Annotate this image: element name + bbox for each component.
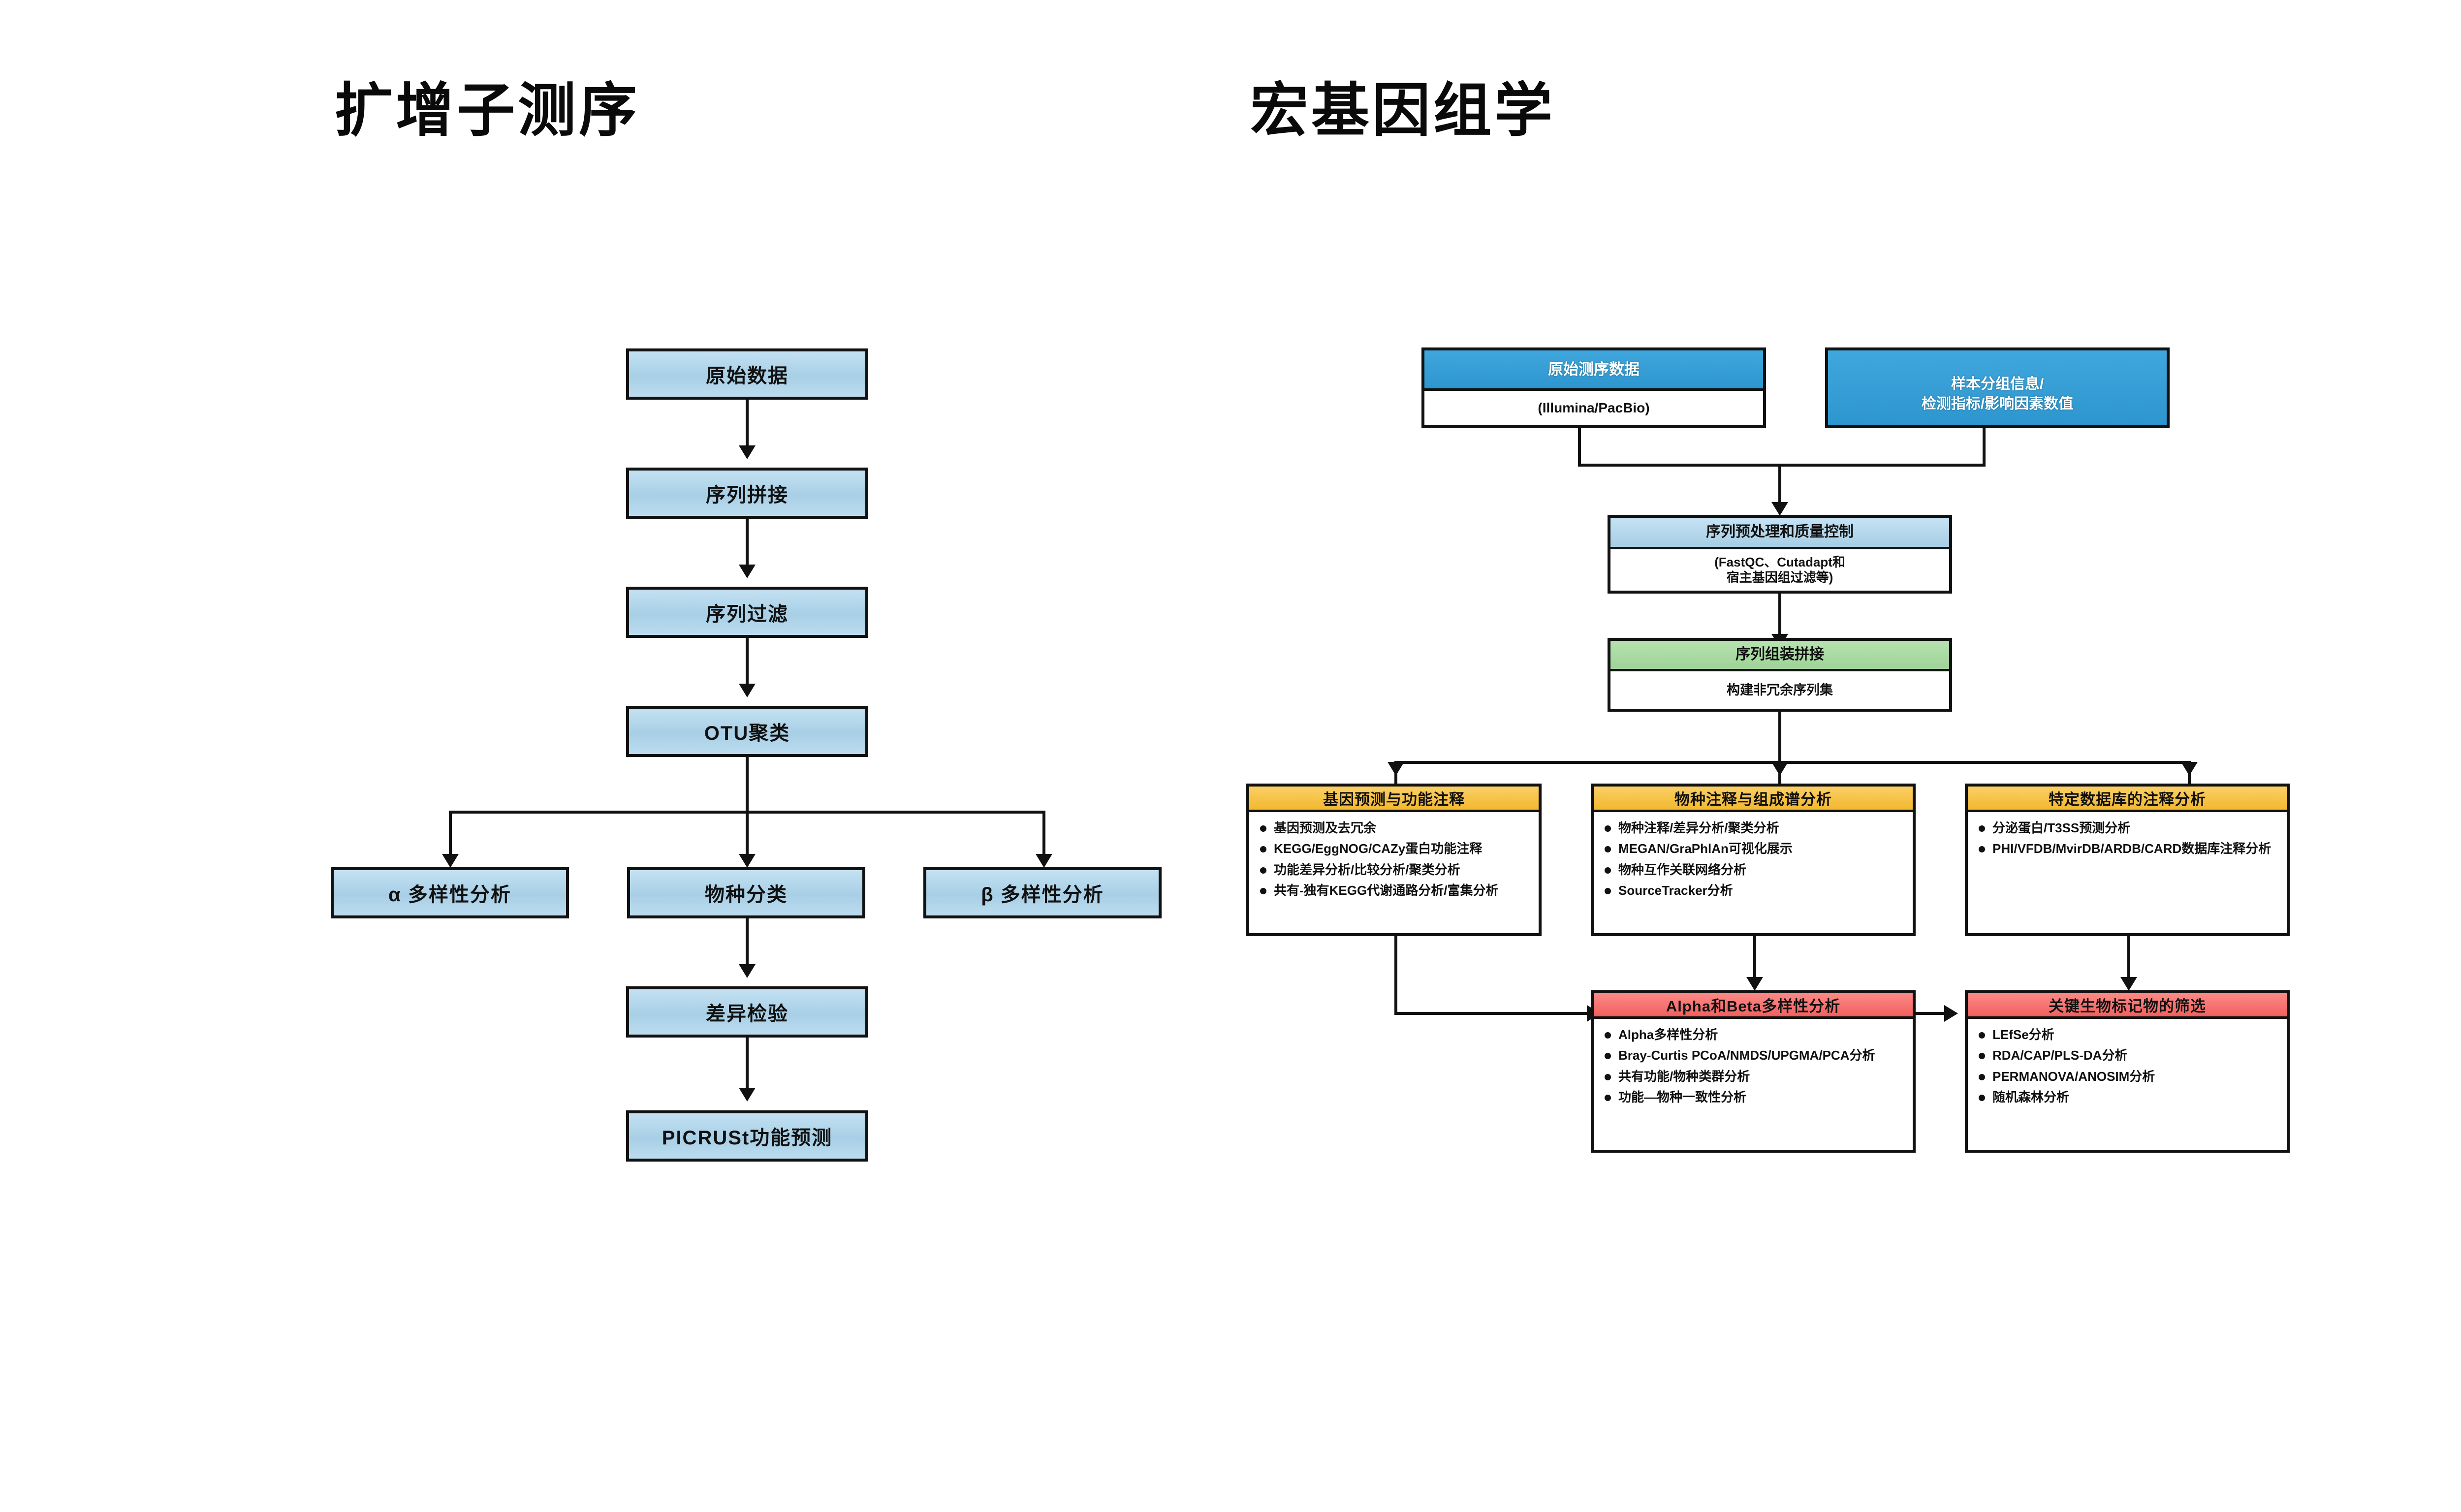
node-sequence-merge[interactable]: 序列拼接 (626, 468, 868, 519)
list-item: 物种互作关联网络分析 (1603, 862, 1906, 878)
arrowhead-merge-to-filter (739, 565, 756, 578)
arrowhead-taxon-to-diversity (1746, 977, 1763, 991)
node-sample-metadata-line1: 样本分组信息/ (1951, 376, 2044, 392)
connector-taxon-to-diversity (1753, 936, 1756, 980)
connector-filter-to-otu (746, 638, 749, 687)
connector-bus-to-db (2188, 761, 2191, 790)
node-sequence-assembly[interactable]: 序列组装拼接 构建非冗余序列集 (1608, 638, 1952, 712)
node-quality-control[interactable]: 序列预处理和质量控制 (FastQC、Cutadapt和 宿主基因组过滤等) (1608, 515, 1952, 594)
arrowhead-bus-to-db (2181, 762, 2198, 776)
node-quality-control-header: 序列预处理和质量控制 (1610, 518, 1949, 549)
arrowhead-bus-to-qc (1771, 502, 1788, 516)
list-item: 功能—物种一致性分析 (1603, 1089, 1906, 1105)
arrowhead-difftest-to-picrust (739, 1088, 756, 1102)
arrowhead-bus-to-taxonomy (739, 854, 756, 868)
list-item: Alpha多样性分析 (1603, 1027, 1906, 1043)
connector-bus-to-alpha (449, 811, 452, 860)
node-raw-sequencing-data-body: (Illumina/PacBio) (1538, 400, 1650, 416)
connector-bus-to-qc (1778, 464, 1781, 506)
arrowhead-taxonomy-to-difftest (739, 964, 756, 978)
connector-merge-bus-top (1578, 464, 1986, 467)
connector-otu-down (746, 757, 749, 814)
connector-bus-to-beta (1042, 811, 1045, 860)
node-sequence-assembly-header: 序列组装拼接 (1610, 641, 1949, 671)
connector-bus-to-gene (1394, 761, 1397, 790)
panel-gene-prediction-list: 基因预测及去冗余 KEGG/EggNOG/CAZy蛋白功能注释 功能差异分析/比… (1249, 812, 1539, 908)
connector-taxonomy-to-difftest (746, 918, 749, 968)
node-alpha-diversity[interactable]: α 多样性分析 (331, 867, 569, 918)
list-item: 物种注释/差异分析/聚类分析 (1603, 820, 1906, 836)
node-picrust-prediction[interactable]: PICRUSt功能预测 (626, 1110, 868, 1162)
list-item: RDA/CAP/PLS-DA分析 (1977, 1047, 2280, 1064)
connector-qc-to-assembly (1778, 594, 1781, 638)
list-item: 共有功能/物种类群分析 (1603, 1069, 1906, 1085)
node-quality-control-body-line1: (FastQC、Cutadapt和 (1714, 554, 1845, 569)
page-title-metagenome: 宏基因组学 (1250, 78, 1556, 143)
node-quality-control-body: (FastQC、Cutadapt和 宿主基因组过滤等) (1610, 549, 1949, 591)
arrowhead-db-to-biomarker (2120, 977, 2137, 991)
node-raw-data[interactable]: 原始数据 (626, 348, 868, 400)
node-raw-sequencing-data[interactable]: 原始测序数据 (Illumina/PacBio) (1421, 347, 1766, 428)
arrowhead-bus-to-alpha (442, 854, 459, 868)
panel-alpha-beta-diversity[interactable]: Alpha和Beta多样性分析 Alpha多样性分析 Bray-Curtis P… (1591, 990, 1916, 1153)
connector-merge-to-filter (746, 519, 749, 568)
panel-database-annotation[interactable]: 特定数据库的注释分析 分泌蛋白/T3SS预测分析 PHI/VFDB/MvirDB… (1965, 784, 2290, 936)
connector-samplemeta-down (1983, 428, 1986, 467)
panel-gene-prediction-header: 基因预测与功能注释 (1249, 787, 1539, 812)
list-item: 功能差异分析/比较分析/聚类分析 (1258, 862, 1532, 878)
node-sample-metadata-line2: 检测指标/影响因素数值 (1921, 396, 2074, 412)
panel-taxonomic-annotation-list: 物种注释/差异分析/聚类分析 MEGAN/GraPhlAn可视化展示 物种互作关… (1594, 812, 1913, 908)
node-raw-sequencing-data-header: 原始测序数据 (1424, 350, 1763, 391)
connector-difftest-to-picrust (746, 1038, 749, 1092)
arrowhead-diversity-to-biomarker (1944, 1005, 1958, 1022)
list-item: PHI/VFDB/MvirDB/ARDB/CARD数据库注释分析 (1977, 841, 2280, 857)
list-item: LEfSe分析 (1977, 1027, 2280, 1043)
list-item: 共有-独有KEGG代谢通路分析/富集分析 (1258, 882, 1532, 899)
list-item: Bray-Curtis PCoA/NMDS/UPGMA/PCA分析 (1603, 1047, 1906, 1064)
list-item: KEGG/EggNOG/CAZy蛋白功能注释 (1258, 841, 1532, 857)
connector-assembly-bus (1394, 761, 2191, 764)
node-taxonomy[interactable]: 物种分类 (627, 867, 865, 918)
connector-db-to-biomarker (2127, 936, 2130, 980)
arrowhead-bus-to-taxon (1771, 762, 1788, 776)
node-sample-metadata[interactable]: 样本分组信息/ 检测指标/影响因素数值 (1825, 347, 2170, 428)
list-item: 分泌蛋白/T3SS预测分析 (1977, 820, 2280, 836)
list-item: PERMANOVA/ANOSIM分析 (1977, 1069, 2280, 1085)
panel-biomarker-screening[interactable]: 关键生物标记物的筛选 LEfSe分析 RDA/CAP/PLS-DA分析 PERM… (1965, 990, 2290, 1153)
panel-alpha-beta-diversity-header: Alpha和Beta多样性分析 (1594, 993, 1913, 1019)
connector-assembly-down (1778, 712, 1781, 764)
connector-gene-down (1394, 936, 1397, 1015)
panel-taxonomic-annotation[interactable]: 物种注释与组成谱分析 物种注释/差异分析/聚类分析 MEGAN/GraPhlAn… (1591, 784, 1916, 936)
panel-gene-prediction[interactable]: 基因预测与功能注释 基因预测及去冗余 KEGG/EggNOG/CAZy蛋白功能注… (1246, 784, 1542, 936)
list-item: 基因预测及去冗余 (1258, 820, 1532, 836)
connector-bus-to-taxonomy (746, 811, 749, 860)
node-sequence-filter[interactable]: 序列过滤 (626, 587, 868, 638)
connector-bus-to-taxon (1778, 761, 1781, 790)
panel-taxonomic-annotation-header: 物种注释与组成谱分析 (1594, 787, 1913, 812)
node-quality-control-body-line2: 宿主基因组过滤等) (1726, 570, 1833, 585)
node-difference-test[interactable]: 差异检验 (626, 986, 868, 1038)
node-otu-clustering[interactable]: OTU聚类 (626, 706, 868, 757)
panel-alpha-beta-diversity-list: Alpha多样性分析 Bray-Curtis PCoA/NMDS/UPGMA/P… (1594, 1019, 1913, 1115)
list-item: MEGAN/GraPhlAn可视化展示 (1603, 841, 1906, 857)
connector-gene-to-diversity (1394, 1012, 1591, 1015)
panel-biomarker-screening-header: 关键生物标记物的筛选 (1968, 993, 2287, 1019)
list-item: SourceTracker分析 (1603, 882, 1906, 899)
connector-raw-to-merge (746, 400, 749, 449)
panel-biomarker-screening-list: LEfSe分析 RDA/CAP/PLS-DA分析 PERMANOVA/ANOSI… (1968, 1019, 2287, 1115)
connector-diversity-to-biomarker (1916, 1012, 1947, 1015)
arrowhead-bus-to-gene (1388, 762, 1404, 776)
panel-database-annotation-list: 分泌蛋白/T3SS预测分析 PHI/VFDB/MvirDB/ARDB/CARD数… (1968, 812, 2287, 867)
node-sequence-assembly-body: 构建非冗余序列集 (1727, 682, 1833, 697)
list-item: 随机森林分析 (1977, 1089, 2280, 1105)
arrowhead-raw-to-merge (739, 445, 756, 459)
node-beta-diversity[interactable]: β 多样性分析 (923, 867, 1162, 918)
arrowhead-bus-to-beta (1036, 854, 1052, 868)
connector-rawseq-down (1578, 428, 1581, 467)
arrowhead-filter-to-otu (739, 684, 756, 697)
page-title-amplicon: 扩增子测序 (335, 78, 640, 143)
panel-database-annotation-header: 特定数据库的注释分析 (1968, 787, 2287, 812)
